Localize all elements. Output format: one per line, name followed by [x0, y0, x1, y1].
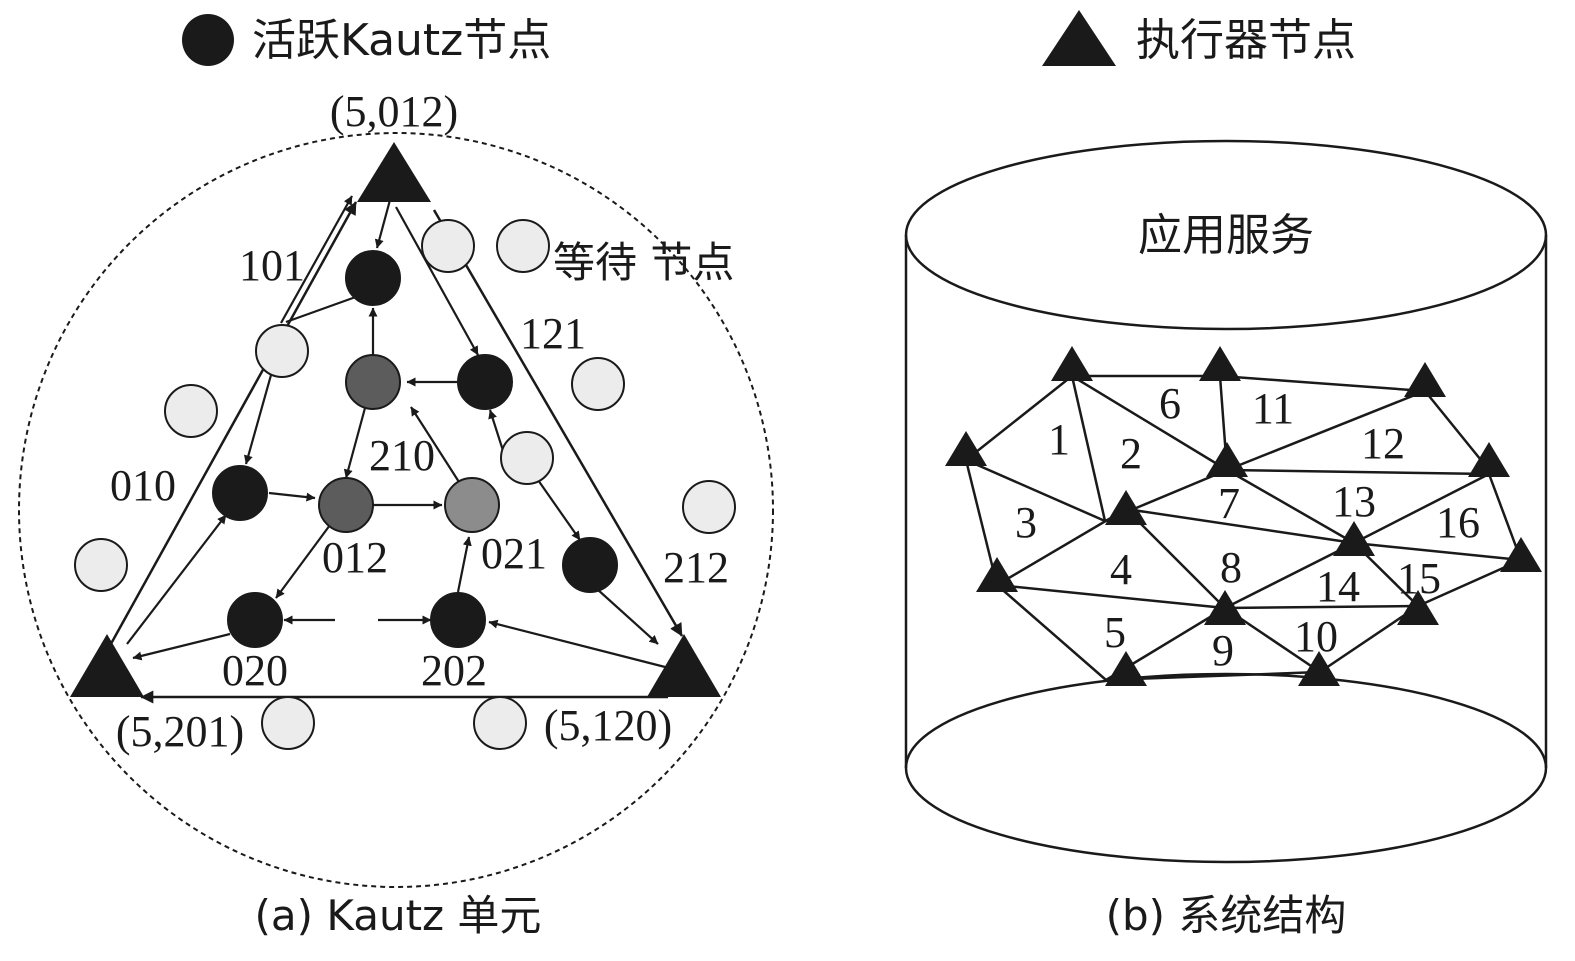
region-label: 7 [1218, 479, 1240, 528]
node-label-101: 101 [239, 241, 305, 290]
legend: 活跃Kautz节点 执行器节点 [182, 10, 1356, 66]
legend-active-node-label: 活跃Kautz节点 [252, 15, 551, 66]
mesh-region-labels: 1 2 3 4 5 6 7 8 9 10 11 12 13 14 15 16 [1015, 379, 1480, 675]
region-label: 15 [1397, 554, 1441, 603]
legend-actuator-node-icon [1042, 10, 1116, 66]
corner-label-top: (5,012) [330, 87, 458, 136]
kautz-nodes [212, 250, 618, 648]
panel-b-system-structure: 应用服务 [904, 139, 1548, 940]
actuator-node [1333, 521, 1375, 556]
panel-a-labels: (5,012) (5,201) (5,120) 等待 节点 101 121 01… [110, 87, 734, 756]
cell-boundary-circle [18, 132, 774, 888]
region-label: 5 [1104, 608, 1126, 657]
node-label-010: 010 [110, 461, 176, 510]
active-kautz-node [457, 354, 513, 410]
waiting-nodes [74, 219, 736, 750]
node-label-012: 012 [322, 533, 388, 582]
node-label-020: 020 [222, 646, 288, 695]
node-label-021: 021 [481, 529, 547, 578]
actuator-node-bottom-left [70, 634, 144, 697]
legend-actuator-node-label: 执行器节点 [1136, 15, 1356, 66]
region-label: 13 [1332, 477, 1376, 526]
actuator-node [1298, 651, 1340, 686]
actuator-node [1397, 590, 1439, 625]
active-kautz-node [430, 592, 486, 648]
panel-a-kautz-cell: (5,012) (5,201) (5,120) 等待 节点 101 121 01… [18, 87, 774, 940]
region-label: 16 [1436, 498, 1480, 547]
region-label: 10 [1294, 612, 1338, 661]
waiting-node [682, 480, 736, 534]
cylinder-bottom-ellipse [904, 672, 1548, 864]
waiting-node [164, 384, 218, 438]
actuator-node [1051, 346, 1093, 381]
actuator-node [1468, 442, 1510, 477]
application-service-label: 应用服务 [1138, 210, 1314, 261]
actuator-node [976, 557, 1018, 592]
actuator-node-top [357, 142, 431, 202]
kautz-node-dark-gray [345, 354, 401, 410]
waiting-node-label: 等待 节点 [553, 238, 734, 287]
waiting-node [496, 219, 550, 273]
actuator-node [945, 431, 987, 466]
panel-b-caption: (b) 系统结构 [1106, 891, 1347, 940]
waiting-node [255, 324, 309, 378]
actuator-node [1206, 442, 1248, 477]
node-label-121: 121 [520, 309, 586, 358]
region-label: 14 [1316, 562, 1360, 611]
actuator-node-bottom-right [647, 634, 721, 697]
actuator-node [1204, 590, 1246, 625]
node-label-210: 210 [369, 431, 435, 480]
kautz-node-mid-gray [444, 477, 500, 533]
region-label: 3 [1015, 498, 1037, 547]
node-label-212: 212 [663, 543, 729, 592]
active-kautz-node [212, 465, 268, 521]
waiting-node [500, 431, 554, 485]
corner-label-bottom-left: (5,201) [116, 707, 244, 756]
active-kautz-node [227, 592, 283, 648]
actuator-node [1500, 537, 1542, 572]
cylinder [904, 139, 1548, 864]
waiting-node [421, 219, 475, 273]
actuator-node [1105, 651, 1147, 686]
region-label: 1 [1048, 415, 1070, 464]
legend-active-node-icon [182, 14, 234, 66]
corner-label-bottom-right: (5,120) [544, 701, 672, 750]
actuator-node [1199, 346, 1241, 381]
outer-triangle-edges [100, 201, 684, 704]
region-label: 11 [1252, 384, 1294, 433]
node-label-202: 202 [421, 646, 487, 695]
region-label: 8 [1220, 543, 1242, 592]
actuator-node [1404, 362, 1446, 397]
waiting-node [74, 538, 128, 592]
waiting-node [473, 696, 527, 750]
region-label: 6 [1159, 379, 1181, 428]
region-label: 12 [1361, 419, 1405, 468]
inner-directed-edges [126, 195, 670, 670]
waiting-node [261, 696, 315, 750]
kautz-node-dark-gray [318, 477, 374, 533]
active-kautz-node [562, 537, 618, 593]
panel-a-caption: (a) Kautz 单元 [255, 891, 542, 940]
active-kautz-node [345, 250, 401, 306]
region-label: 4 [1110, 545, 1132, 594]
mesh-actuator-nodes [945, 346, 1542, 686]
region-label: 9 [1212, 626, 1234, 675]
waiting-node [571, 357, 625, 411]
region-label: 2 [1120, 429, 1142, 478]
actuator-node [1105, 490, 1147, 525]
